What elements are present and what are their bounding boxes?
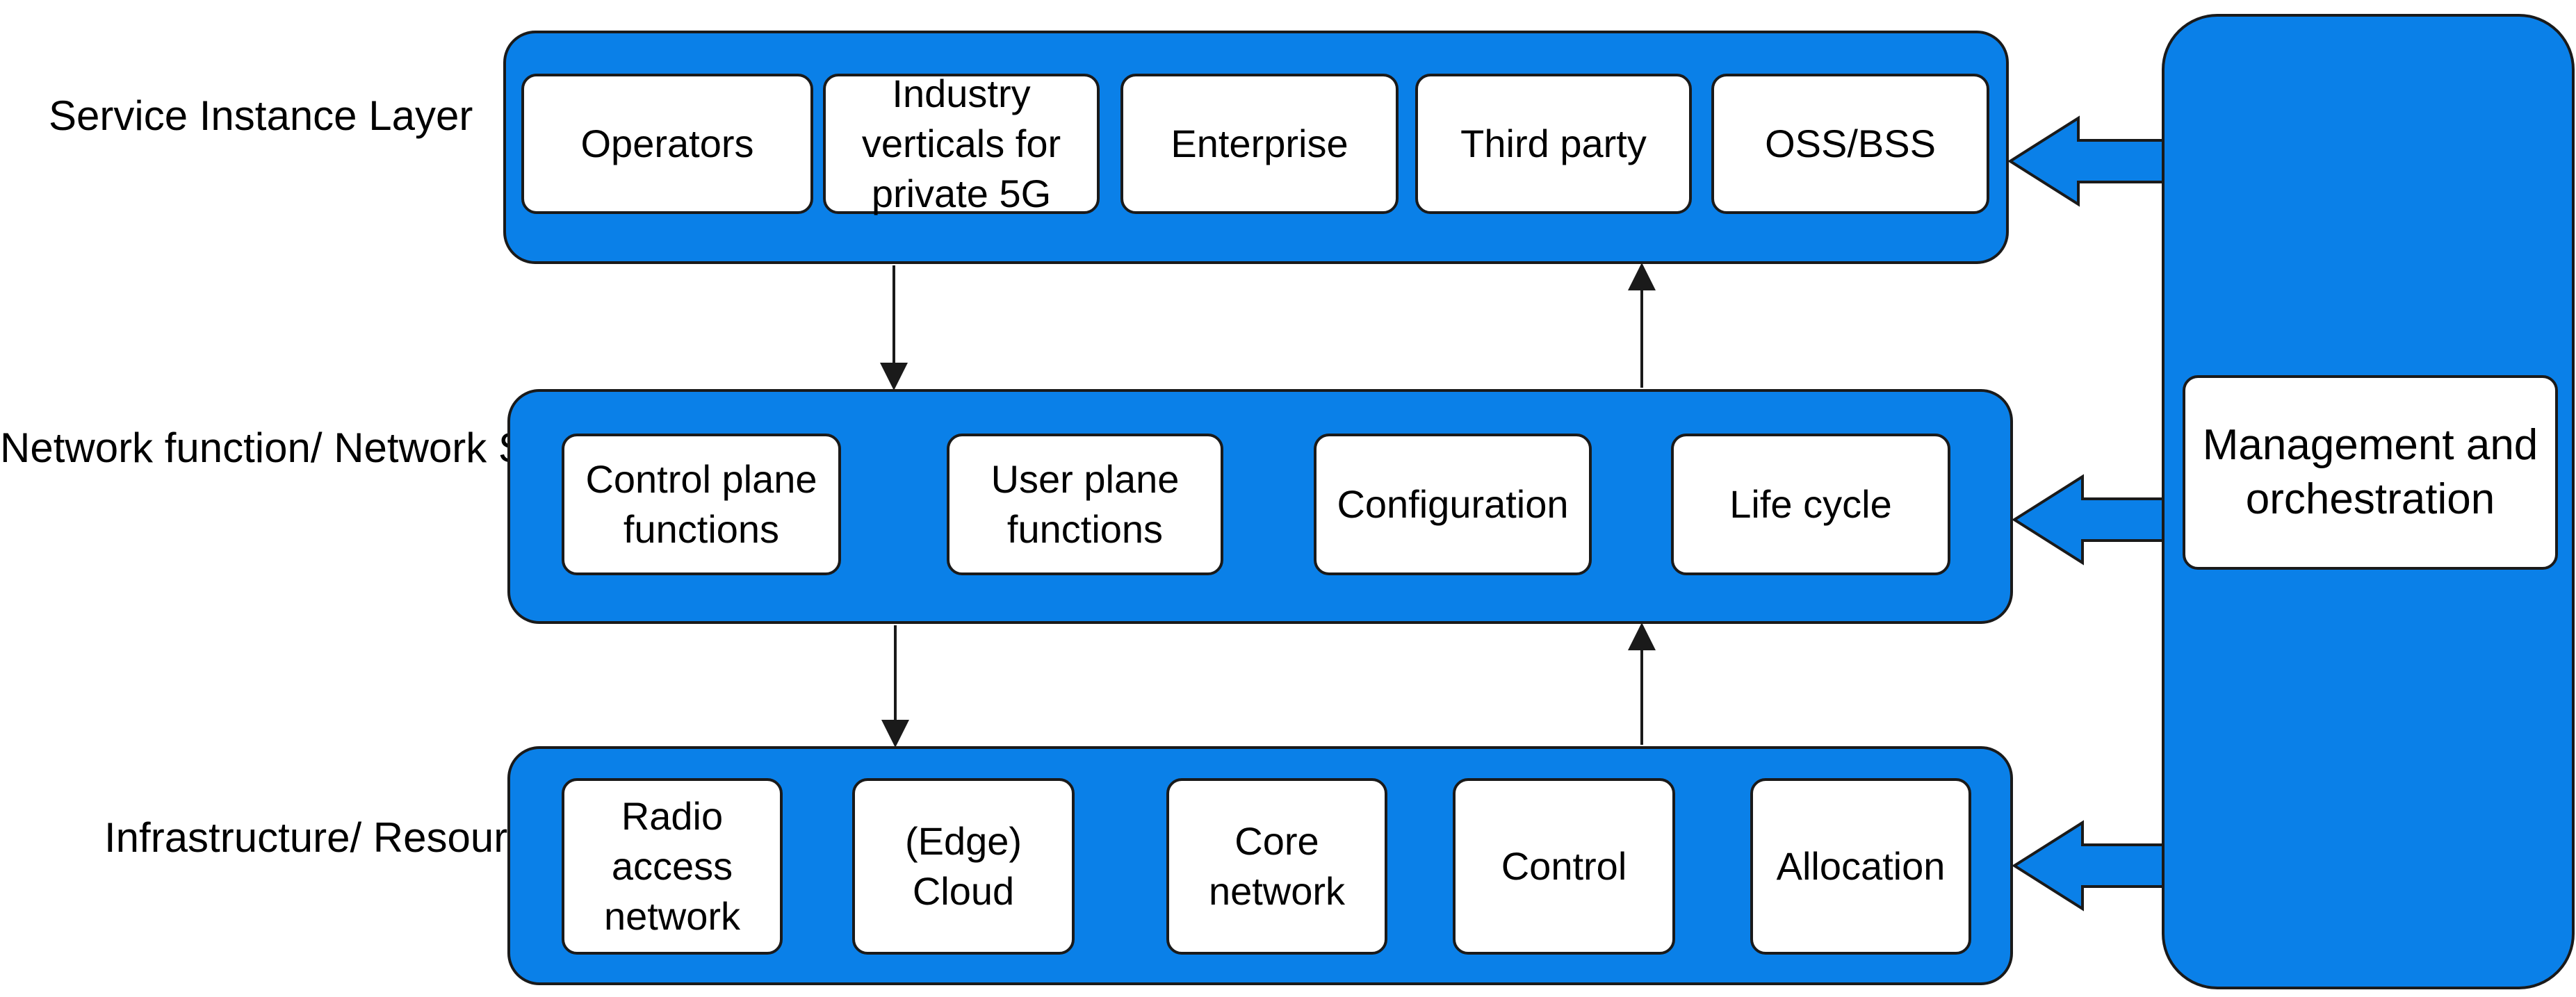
management-to-network-block-arrow (2012, 474, 2165, 566)
management-orchestration-box: Management and orchestration (2183, 375, 2558, 570)
core-network-box: Core network (1166, 778, 1387, 955)
control-box: Control (1453, 778, 1675, 955)
management-orchestration-panel: Management and orchestration (2162, 14, 2575, 989)
edge-cloud-box: (Edge) Cloud (852, 778, 1075, 955)
infrastructure-resource-layer-panel: Radio access network (Edge) Cloud Core n… (507, 746, 2013, 985)
service-instance-layer-panel: Operators Industry verticals for private… (503, 31, 2009, 264)
allocation-box: Allocation (1750, 778, 1971, 955)
control-plane-functions-box: Control plane functions (562, 434, 841, 575)
management-to-service-block-arrow (2007, 115, 2165, 207)
infrastructure-resource-layer-label: Infrastructure/ Resource layer (104, 814, 654, 861)
network-slice-instance-layer-panel: Control plane functions User plane funct… (507, 389, 2013, 624)
management-to-infrastructure-block-arrow (2012, 820, 2165, 912)
enterprise-box: Enterprise (1120, 74, 1399, 214)
configuration-box: Configuration (1314, 434, 1592, 575)
life-cycle-box: Life cycle (1671, 434, 1950, 575)
network-slice-instance-layer-label: Network function/ Network Slice Instance… (0, 425, 874, 471)
oss-bss-box: OSS/BSS (1711, 74, 1989, 214)
industry-verticals-box: Industry verticals for private 5G (823, 72, 1100, 215)
operators-box: Operators (521, 74, 813, 214)
third-party-box: Third party (1415, 74, 1692, 214)
service-instance-layer-label: Service Instance Layer (49, 92, 473, 139)
radio-access-network-box: Radio access network (562, 778, 783, 955)
user-plane-functions-box: User plane functions (947, 434, 1223, 575)
